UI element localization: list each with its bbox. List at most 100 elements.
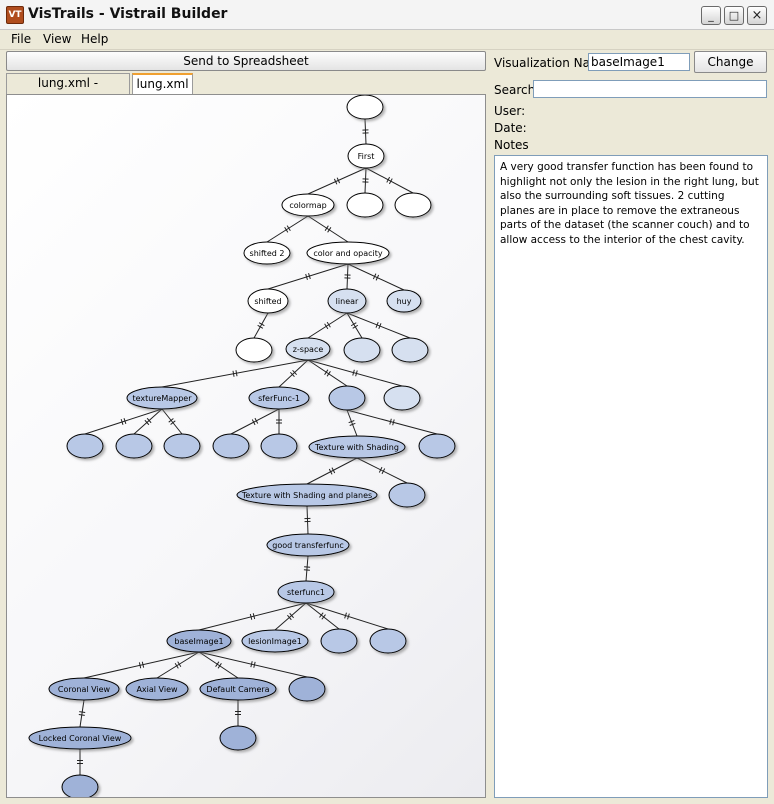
tree-edge xyxy=(267,263,349,290)
menu-file[interactable]: File xyxy=(11,32,32,46)
tree-edge xyxy=(77,749,83,775)
tree-node-root[interactable] xyxy=(346,95,384,120)
tree-edge xyxy=(362,118,369,145)
tree-node-tws[interactable]: Texture with Shading xyxy=(308,435,406,459)
tree-node-lcv[interactable]: Locked Coronal View xyxy=(28,726,132,750)
tab-lung-xml[interactable]: lung.xml xyxy=(132,73,193,94)
notes-textarea[interactable]: A very good transfer function has been f… xyxy=(494,155,768,798)
tree-node-dc1[interactable] xyxy=(219,725,257,751)
tree-node-shifted[interactable]: shifted xyxy=(247,288,289,314)
tree-node-linear[interactable]: linear xyxy=(327,288,367,314)
tree-node-label: sterfunc1 xyxy=(287,588,325,597)
tree-node-label: Coronal View xyxy=(58,685,111,694)
tree-node-twsp[interactable]: Texture with Shading and planes xyxy=(236,483,378,507)
tree-edge xyxy=(274,602,307,631)
tree-edge xyxy=(303,555,311,582)
tree-node-sfa[interactable] xyxy=(212,433,250,459)
tree-node-first[interactable]: First xyxy=(347,143,385,169)
tree-node-st3[interactable] xyxy=(320,628,358,654)
tree-node-label: colormap xyxy=(289,201,326,210)
tree-node-b4[interactable] xyxy=(288,676,326,702)
version-tree-canvas[interactable]: First colormap shifted 2 color and opacity s… xyxy=(6,94,486,798)
tree-edge xyxy=(266,215,309,243)
tree-node-label: shifted 2 xyxy=(250,249,285,258)
tree-edge xyxy=(306,457,358,485)
tree-node-f2[interactable] xyxy=(346,192,384,218)
tree-node-tws2[interactable] xyxy=(388,482,426,508)
tree-node-tm1[interactable] xyxy=(66,433,104,459)
tree-edge xyxy=(235,700,241,726)
tree-edge xyxy=(346,409,358,437)
tree-node-z3[interactable] xyxy=(328,385,366,411)
visualization-name-label: Visualization Name: xyxy=(494,56,614,70)
tree-node-bi1[interactable]: baseImage1 xyxy=(166,629,232,653)
title-bar: VT VisTrails - Vistrail Builder _ □ × xyxy=(0,0,774,30)
tree-edge xyxy=(362,167,369,194)
tab-lung-baseimage1[interactable]: lung.xml - baseImage1 xyxy=(6,73,130,109)
tree-node-label: good transferfunc xyxy=(272,541,343,550)
menu-view[interactable]: View xyxy=(43,32,72,46)
tree-node-z4[interactable] xyxy=(383,385,421,411)
tree-node-zspace[interactable]: z-space xyxy=(285,337,331,361)
tree-node-lcv1[interactable] xyxy=(61,774,99,797)
tree-node-l3[interactable] xyxy=(391,337,429,363)
tree-node-sfb[interactable] xyxy=(260,433,298,459)
search-input[interactable] xyxy=(533,80,767,98)
date-label: Date: xyxy=(494,121,527,135)
tree-node-av[interactable]: Axial View xyxy=(125,677,189,701)
tree-edge xyxy=(161,359,309,388)
menu-bar: File View Help xyxy=(0,30,774,50)
visualization-name-input[interactable] xyxy=(588,53,690,71)
tree-node-label: First xyxy=(358,152,375,161)
tree-node-label: Texture with Shading and planes xyxy=(241,491,372,500)
tree-edge xyxy=(133,408,163,435)
tree-node-shifted2[interactable]: shifted 2 xyxy=(243,241,291,265)
tree-edge xyxy=(198,651,308,678)
tree-edge xyxy=(347,263,405,291)
minimize-button[interactable]: _ xyxy=(701,6,721,25)
tree-node-label: color and opacity xyxy=(313,249,382,258)
tree-node-colormap[interactable]: colormap xyxy=(281,193,335,217)
tree-node-colorop[interactable]: color and opacity xyxy=(306,241,390,265)
close-button[interactable]: × xyxy=(747,6,767,25)
tree-node-dc[interactable]: Default Camera xyxy=(199,677,277,701)
tree-node-li1[interactable]: lesionImage1 xyxy=(241,629,309,653)
tree-node-cv[interactable]: Coronal View xyxy=(48,677,120,701)
maximize-button[interactable]: □ xyxy=(724,6,744,25)
tree-edge xyxy=(84,408,163,435)
tree-node-label: shifted xyxy=(254,297,281,306)
change-button[interactable]: Change xyxy=(694,51,767,73)
tree-edge xyxy=(161,408,183,435)
send-to-spreadsheet-button[interactable]: Send to Spreadsheet xyxy=(6,51,486,71)
tree-edge xyxy=(346,312,363,339)
tree-edge xyxy=(305,602,340,630)
tree-node-sf1[interactable]: sferFunc-1 xyxy=(248,386,310,410)
tree-node-label: sferFunc-1 xyxy=(258,394,300,403)
user-label: User: xyxy=(494,104,526,118)
tree-edge xyxy=(198,651,239,679)
tree-node-l2[interactable] xyxy=(343,337,381,363)
tree-node-f3[interactable] xyxy=(394,192,432,218)
tree-node-stf1[interactable]: sterfunc1 xyxy=(277,580,335,604)
tree-node-st4[interactable] xyxy=(369,628,407,654)
search-label: Search: xyxy=(494,83,540,97)
tree-edge xyxy=(78,699,86,728)
tree-edge xyxy=(304,505,311,535)
tree-node-gtf[interactable]: good transferfunc xyxy=(266,533,350,557)
tree-edge xyxy=(307,312,348,339)
tree-node-tm[interactable]: textureMapper xyxy=(126,386,198,410)
tree-node-huy[interactable]: huy xyxy=(386,289,422,313)
tree-edge xyxy=(305,602,389,630)
tree-edge xyxy=(307,359,348,387)
tree-node-label: Axial View xyxy=(136,685,178,694)
menu-help[interactable]: Help xyxy=(81,32,109,46)
tree-edge xyxy=(346,312,411,339)
tree-edge xyxy=(307,167,367,195)
tree-node-label: Default Camera xyxy=(206,685,269,694)
tree-node-z3b[interactable] xyxy=(418,433,456,459)
tree-node-s1[interactable] xyxy=(235,337,273,363)
tree-node-tm3[interactable] xyxy=(163,433,201,459)
tree-edge xyxy=(365,167,414,194)
tree-node-tm2[interactable] xyxy=(115,433,153,459)
version-tree[interactable]: First colormap shifted 2 color and opacity s… xyxy=(7,95,485,797)
